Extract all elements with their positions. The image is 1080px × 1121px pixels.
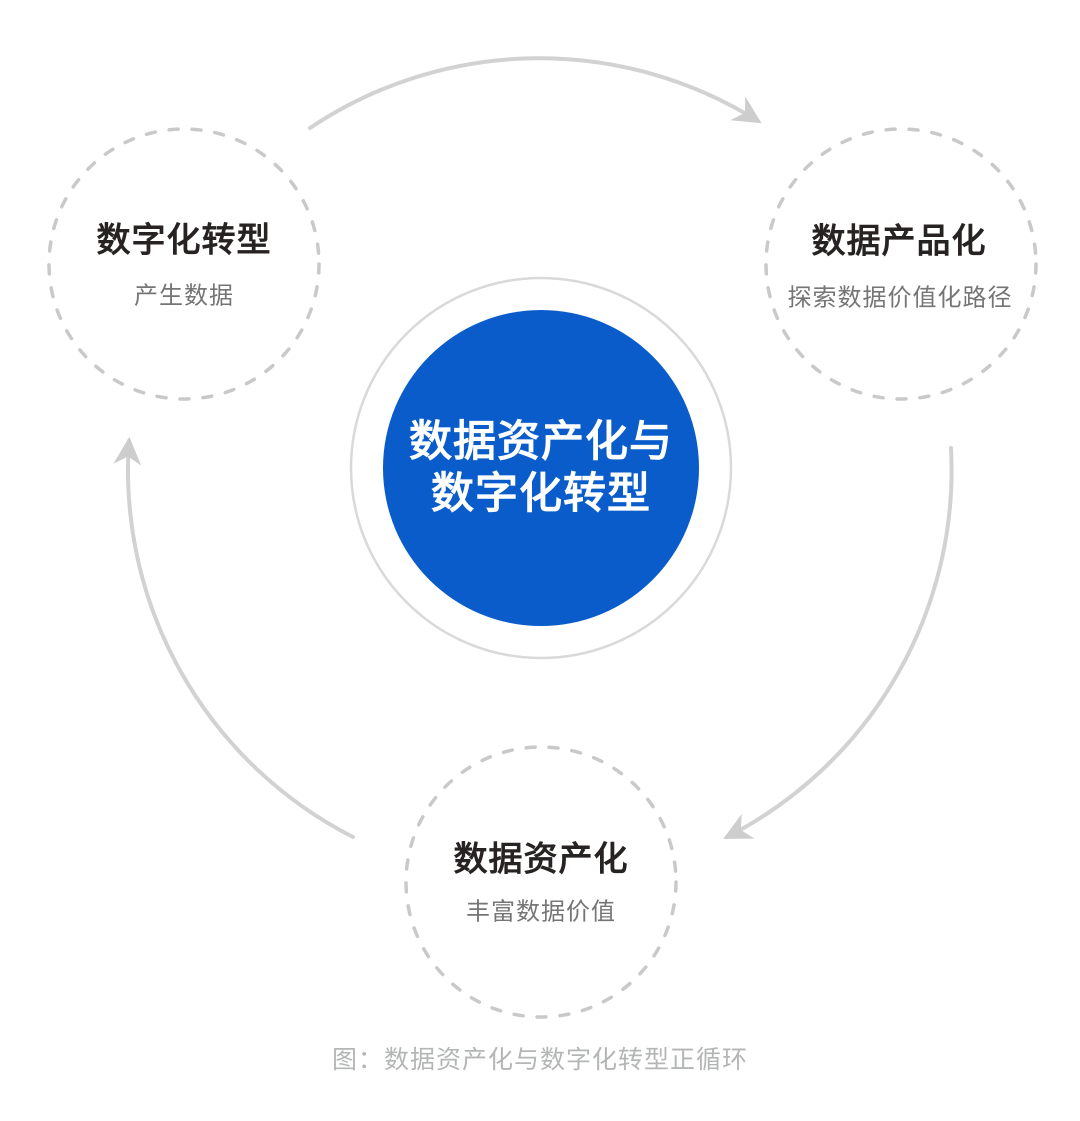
node-subtitle-data-capitalization: 丰富数据价值: [466, 898, 616, 926]
node-title-digital-transformation: 数字化转型: [96, 221, 272, 260]
center-label-line2: 数字化转型: [431, 470, 651, 518]
node-subtitle-data-productization: 探索数据价值化路径: [787, 284, 1013, 312]
center-circle: [383, 310, 699, 626]
node-circle-data-capitalization: [404, 745, 678, 1019]
node-circle-digital-transformation: [47, 127, 321, 401]
center-ring: [349, 276, 733, 660]
center-label-line1: 数据资产化与: [409, 418, 673, 466]
figure-caption: 图：数据资产化与数字化转型正循环: [331, 1046, 749, 1074]
node-title-data-productization: 数据产品化: [811, 222, 987, 261]
node-circle-data-productization: [764, 127, 1038, 401]
node-subtitle-digital-transformation: 产生数据: [134, 282, 234, 310]
arrow-top-icon: [308, 56, 762, 130]
center-label: 数据资产化与 数字化转型: [409, 416, 673, 520]
arrow-left-icon: [113, 436, 355, 839]
arrow-right-icon: [723, 446, 954, 839]
node-title-data-capitalization: 数据资产化: [453, 840, 629, 879]
